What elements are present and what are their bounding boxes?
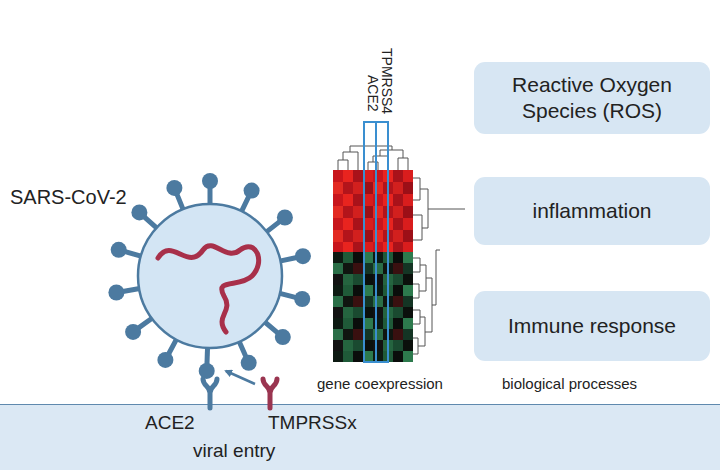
- virus-spikes: [121, 186, 298, 366]
- spike-knob: [125, 324, 141, 340]
- gene-label: TPMRSS4: [380, 48, 394, 114]
- spike: [121, 288, 141, 292]
- spike-knob: [275, 329, 291, 345]
- gene-label: ACE2: [366, 75, 380, 112]
- spike: [264, 321, 279, 334]
- text-label: biological processes: [502, 375, 637, 392]
- spike: [265, 221, 281, 233]
- spike: [208, 186, 213, 206]
- spike-knob: [166, 180, 182, 196]
- virus-envelope: [138, 204, 282, 348]
- text-label: SARS-CoV-2: [10, 186, 127, 209]
- spike: [124, 251, 143, 257]
- heatmap-red: [333, 170, 413, 252]
- box-label: inflammation: [532, 198, 651, 224]
- spike-knob: [199, 363, 215, 379]
- text-label: gene coexpression: [317, 375, 443, 392]
- process-box: inflammation: [474, 177, 710, 245]
- spike: [204, 346, 210, 366]
- spike: [176, 193, 184, 212]
- box-label: Immune response: [508, 313, 676, 339]
- spike-knob: [277, 210, 293, 226]
- spike-knob: [202, 173, 218, 189]
- spike: [168, 338, 177, 356]
- spike: [241, 195, 250, 213]
- band-label: TMPRSSx: [268, 412, 357, 434]
- spike: [137, 317, 153, 329]
- band-label: ACE2: [145, 412, 195, 434]
- spike: [239, 340, 247, 358]
- column-dendrogram: [338, 146, 408, 170]
- spike-knobs: [108, 173, 311, 379]
- spike-knob: [295, 248, 311, 264]
- spike: [278, 293, 297, 298]
- spike-knob: [244, 183, 260, 199]
- spike-knob: [241, 355, 257, 371]
- spike-knob: [294, 291, 310, 307]
- process-box: Immune response: [474, 291, 710, 361]
- cleavage-arrow: [226, 371, 255, 384]
- box-label: Reactive Oxygen Species (ROS): [474, 72, 710, 123]
- highlight-divider: [375, 122, 377, 362]
- highlight-outline: [364, 122, 388, 362]
- heatmap-green: [333, 252, 413, 362]
- spike: [279, 257, 299, 261]
- spike: [143, 216, 158, 229]
- row-dendrogram: [413, 250, 440, 354]
- spike-knob: [157, 352, 173, 368]
- process-box: Reactive Oxygen Species (ROS): [474, 62, 710, 134]
- spike-knob: [111, 242, 127, 258]
- spike-knob: [108, 285, 124, 301]
- row-dendrogram: [413, 178, 465, 240]
- viral-rna: [158, 246, 259, 332]
- membrane-band: ACE2 TMPRSSx viral entry: [0, 404, 720, 470]
- spike-knob: [131, 204, 147, 220]
- band-label: viral entry: [193, 440, 275, 462]
